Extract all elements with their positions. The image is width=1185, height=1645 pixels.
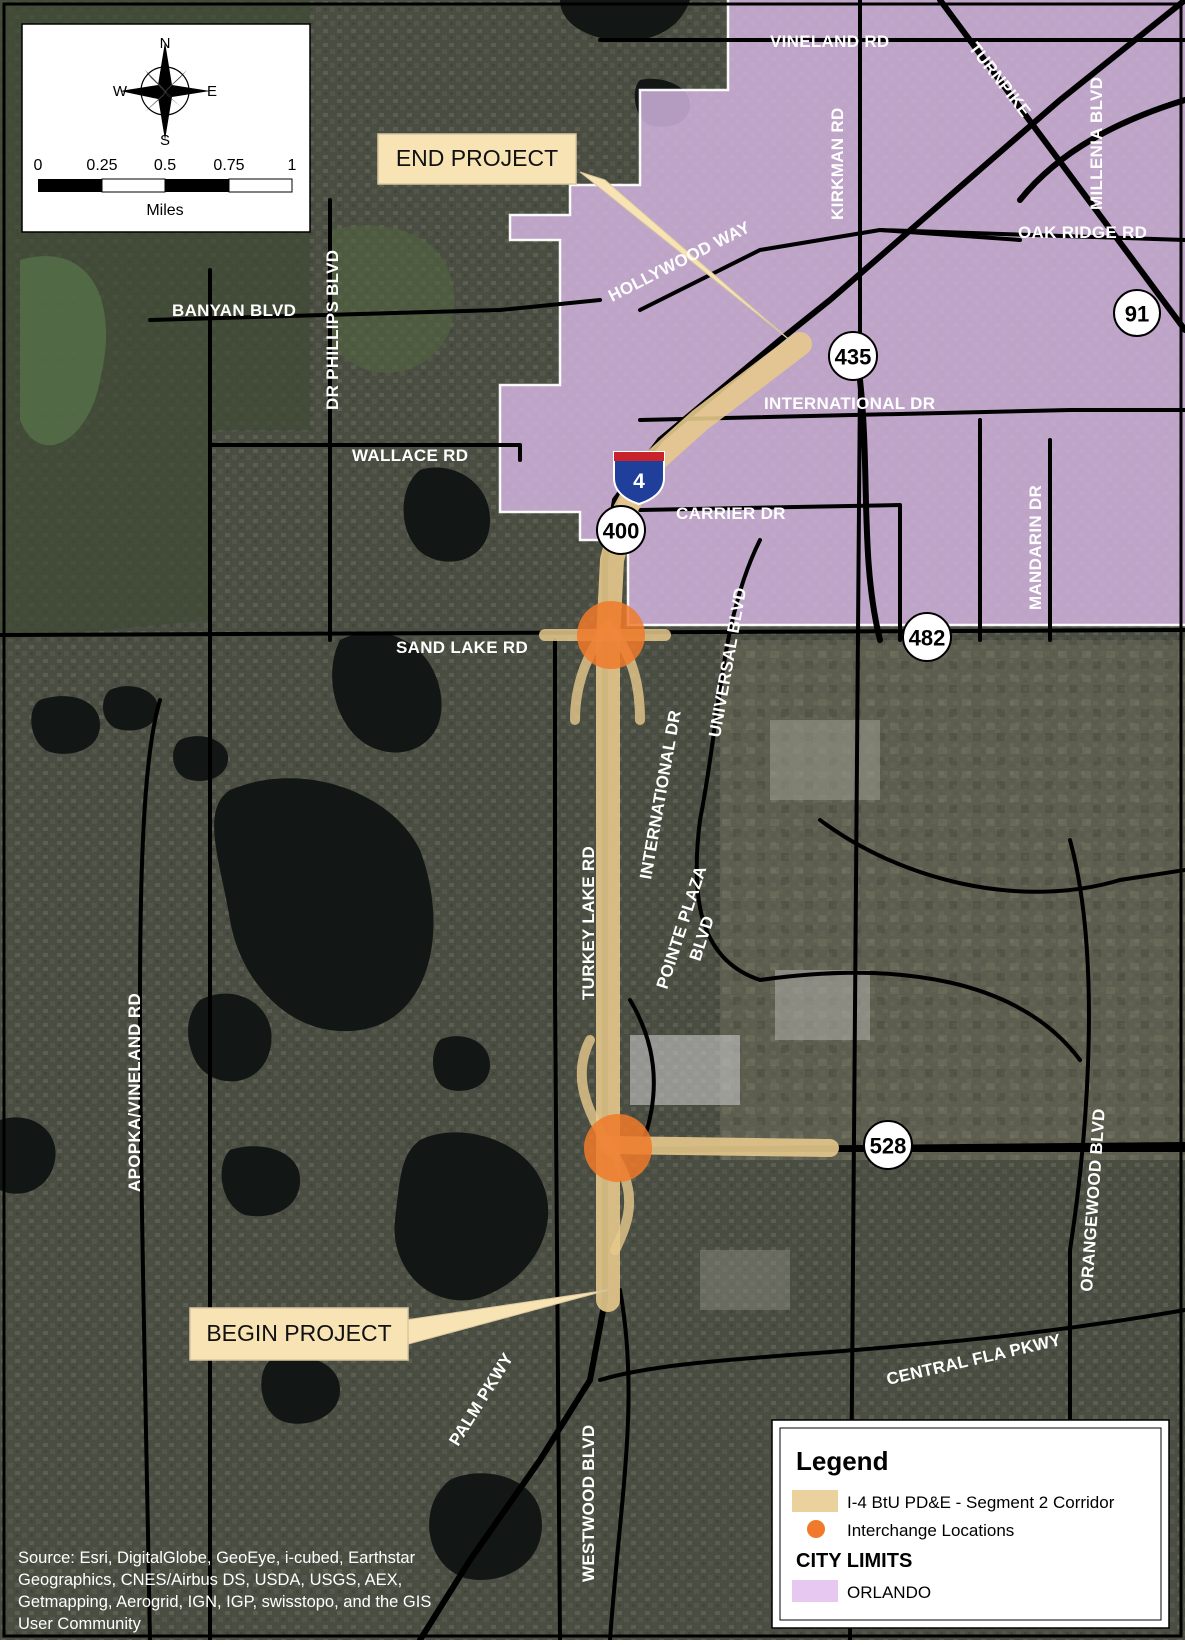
svg-text:0.5: 0.5 — [154, 157, 176, 174]
svg-text:N: N — [160, 35, 171, 52]
route-400-shield: 400 — [596, 505, 646, 555]
svg-text:Miles: Miles — [146, 202, 183, 219]
road-label: WALLACE RD — [352, 446, 468, 465]
road-label: MILLENIA BLVD — [1087, 77, 1106, 210]
svg-text:User Community: User Community — [18, 1615, 142, 1633]
route-528-shield: 528 — [863, 1120, 913, 1170]
interstate-4-shield: 4 — [613, 451, 665, 506]
svg-text:Geographics, CNES/Airbus DS, U: Geographics, CNES/Airbus DS, USDA, USGS,… — [18, 1571, 402, 1589]
scale-bar: 0 0.25 0.5 0.75 1 Miles — [34, 157, 297, 219]
legend-title: Legend — [796, 1446, 888, 1476]
road-label: KIRKMAN RD — [828, 107, 847, 220]
route-shields: 91 435 400 482 528 4 — [596, 289, 1161, 1170]
road-label: WESTWOOD BLVD — [579, 1424, 598, 1582]
map-key-box: N S W E 0 0.25 0.5 0.75 1 Miles — [21, 23, 311, 233]
interchange-528 — [584, 1114, 652, 1182]
legend-swatch-orlando — [792, 1580, 838, 1602]
road-label: VINELAND RD — [770, 32, 889, 51]
svg-text:0.75: 0.75 — [213, 157, 244, 174]
interchange-sand-lake — [577, 601, 645, 669]
road-label: CARRIER DR — [676, 504, 786, 523]
svg-text:4: 4 — [633, 470, 645, 493]
road-label: BANYAN BLVD — [172, 301, 296, 320]
svg-text:W: W — [113, 83, 128, 100]
road-label: INTERNATIONAL DR — [764, 394, 935, 413]
road-label: TURKEY LAKE RD — [579, 846, 598, 1000]
legend-swatch-corridor — [792, 1490, 838, 1512]
lakes — [0, 0, 690, 1580]
svg-text:Source: Esri, DigitalGlobe, Ge: Source: Esri, DigitalGlobe, GeoEye, i-cu… — [18, 1549, 416, 1567]
svg-text:400: 400 — [603, 519, 640, 544]
begin-project-callout: BEGIN PROJECT — [189, 1307, 409, 1361]
legend-city-limits-heading: CITY LIMITS — [796, 1550, 912, 1572]
road-label: APOPKA/VINELAND RD — [125, 993, 144, 1192]
svg-text:S: S — [160, 132, 170, 149]
source-credits: Source: Esri, DigitalGlobe, GeoEye, i-cu… — [18, 1549, 431, 1633]
route-482-shield: 482 — [902, 612, 952, 662]
legend-orlando-label: ORLANDO — [847, 1583, 931, 1602]
legend-interchange-label: Interchange Locations — [847, 1521, 1014, 1540]
svg-text:0: 0 — [34, 157, 43, 174]
svg-text:0.25: 0.25 — [86, 157, 117, 174]
legend-swatch-interchange — [807, 1520, 825, 1538]
road-label: SAND LAKE RD — [396, 638, 528, 657]
svg-text:528: 528 — [870, 1134, 907, 1159]
svg-text:482: 482 — [909, 626, 946, 651]
end-project-callout: END PROJECT — [377, 133, 577, 185]
road-label: DR PHILLIPS BLVD — [323, 250, 342, 410]
orlando-city-limits — [500, 0, 1185, 625]
route-91-shield: 91 — [1113, 289, 1161, 337]
svg-text:435: 435 — [835, 345, 872, 370]
city-limits-outline — [498, 0, 1185, 627]
svg-text:91: 91 — [1125, 302, 1149, 327]
begin-project-label: BEGIN PROJECT — [206, 1320, 391, 1346]
callout-leaders — [404, 171, 793, 1346]
svg-text:E: E — [207, 83, 217, 100]
north-arrow-icon: N S W E — [113, 35, 217, 149]
route-435-shield: 435 — [828, 331, 878, 381]
svg-text:1: 1 — [288, 157, 297, 174]
end-project-label: END PROJECT — [396, 145, 558, 171]
interchange-markers — [577, 601, 652, 1182]
legend: Legend I-4 BtU PD&E - Segment 2 Corridor… — [771, 1419, 1170, 1629]
road-label: OAK RIDGE RD — [1018, 223, 1147, 242]
svg-text:Getmapping, Aerogrid, IGN, IGP: Getmapping, Aerogrid, IGN, IGP, swisstop… — [18, 1593, 431, 1611]
legend-corridor-label: I-4 BtU PD&E - Segment 2 Corridor — [847, 1493, 1115, 1512]
road-label: MANDARIN DR — [1026, 485, 1045, 610]
